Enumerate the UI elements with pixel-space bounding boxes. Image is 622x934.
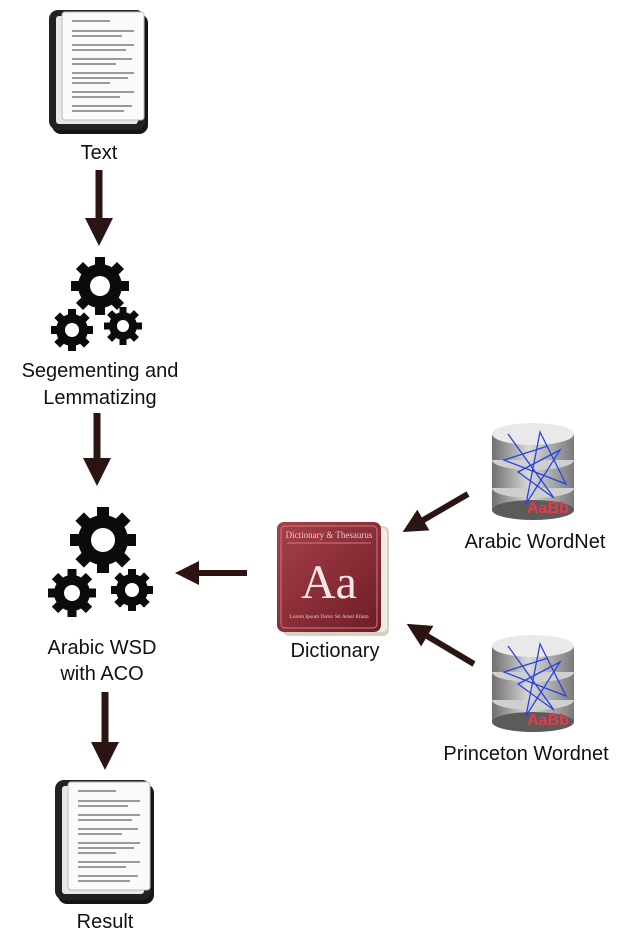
result-label: Result bbox=[76, 911, 134, 933]
document-icon bbox=[49, 10, 148, 134]
gears-icon bbox=[48, 507, 153, 617]
arrow-arabic-wordnet-to-dictionary bbox=[402, 491, 470, 533]
cover-letters: Aa bbox=[301, 556, 357, 609]
wsd-label-line1: Arabic WSD bbox=[47, 637, 157, 659]
arrow-princeton-wordnet-to-dictionary bbox=[406, 623, 476, 667]
arabic-wordnet-badge: AaBb bbox=[527, 500, 569, 517]
cover-title: Dictionary & Thesaurus bbox=[286, 530, 373, 540]
document-icon bbox=[55, 780, 154, 904]
database-icon: AaBb bbox=[492, 635, 574, 732]
princeton-wordnet-label: Princeton Wordnet bbox=[443, 743, 609, 765]
gears-icon bbox=[51, 257, 142, 351]
cover-subtitle: Lorem Ipsum Dolor Sit Amet Etiam bbox=[289, 614, 369, 620]
arabic-wordnet-label: Arabic WordNet bbox=[464, 531, 606, 553]
database-icon: AaBb bbox=[492, 423, 574, 520]
princeton-wordnet-badge: AaBb bbox=[527, 712, 569, 729]
dictionary-label: Dictionary bbox=[290, 640, 380, 662]
dictionary-book-icon: Dictionary & Thesaurus Aa Lorem Ipsum Do… bbox=[277, 522, 389, 636]
segment-label-line1: Segementing and bbox=[21, 360, 179, 382]
segment-label-line2: Lemmatizing bbox=[43, 387, 157, 409]
text-label: Text bbox=[80, 142, 118, 164]
wsd-label-line2: with ACO bbox=[60, 663, 144, 685]
